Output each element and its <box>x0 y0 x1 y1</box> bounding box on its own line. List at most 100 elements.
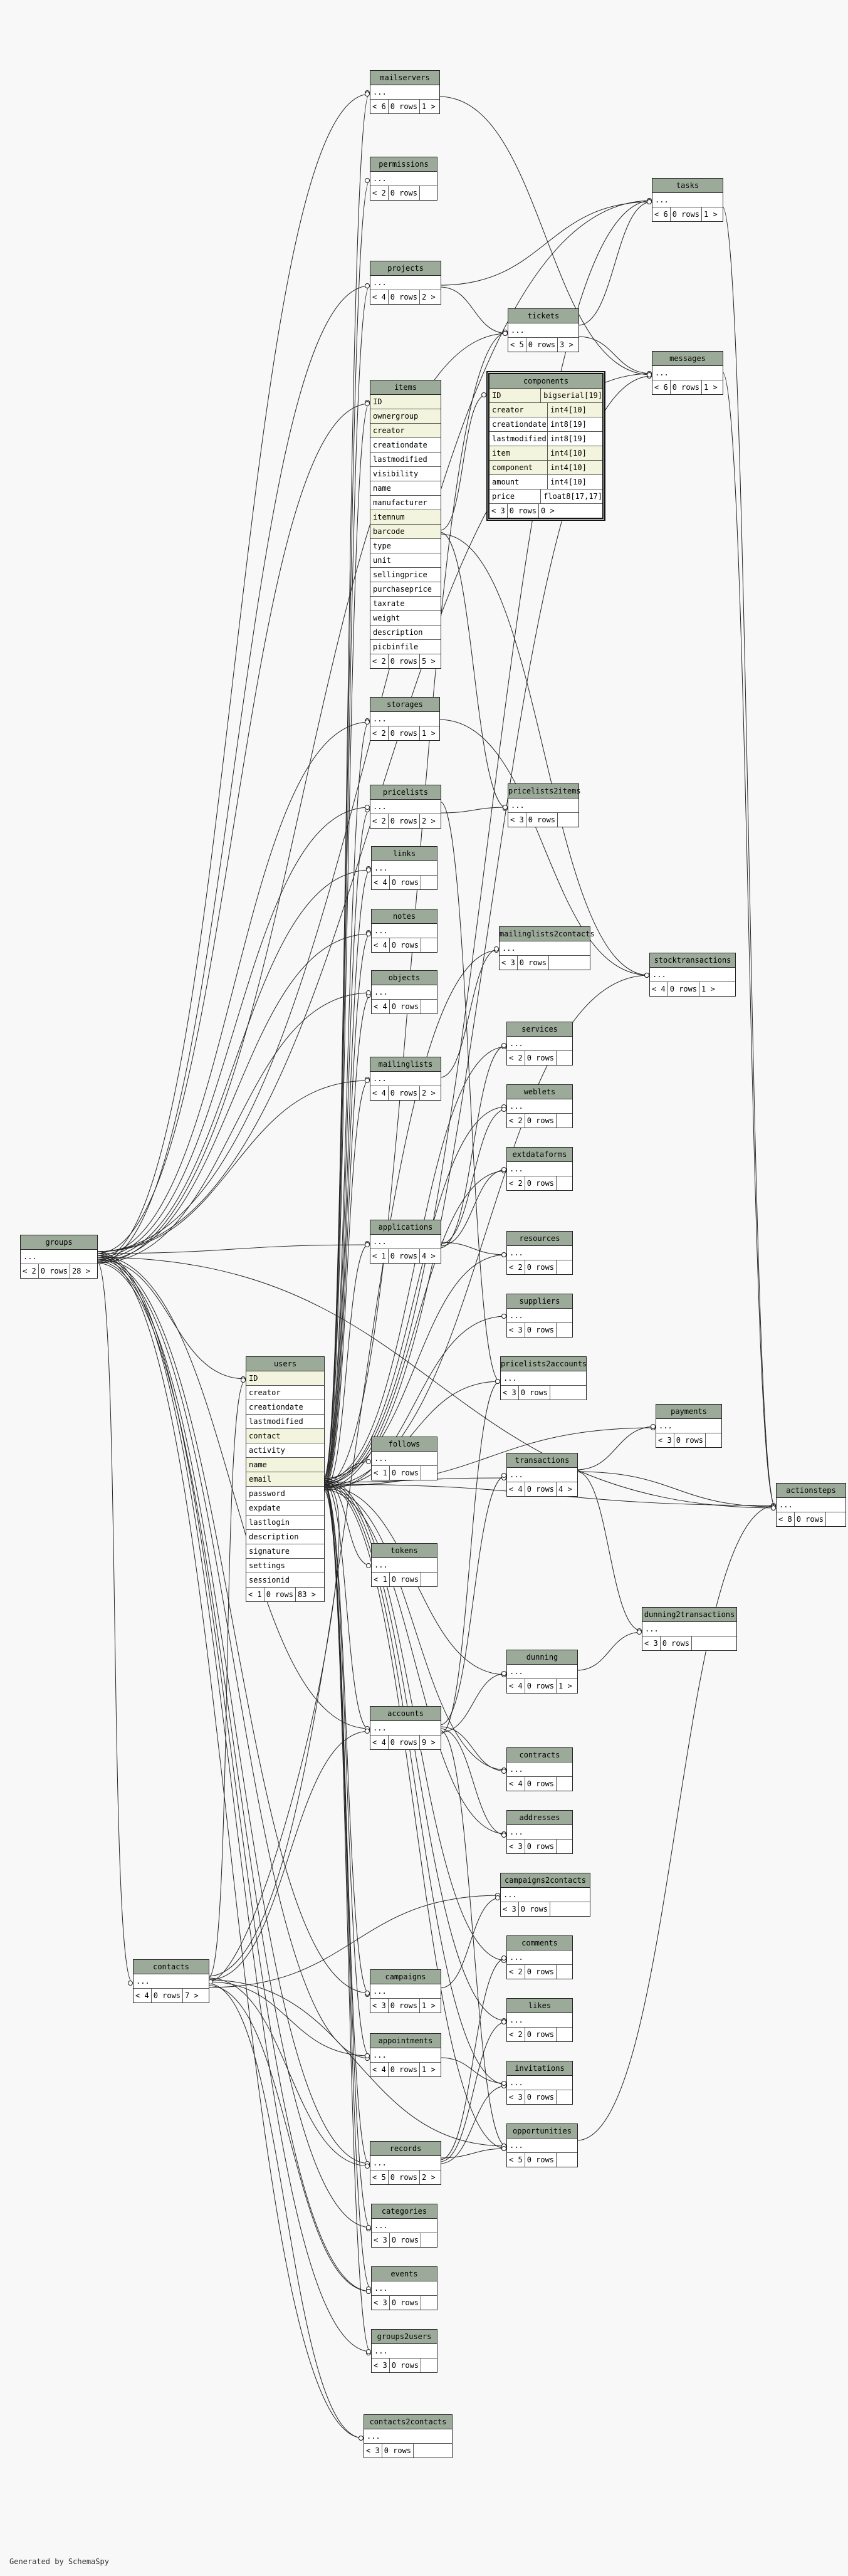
table-title: likes <box>507 1999 572 2013</box>
collapsed-columns: ... <box>642 1622 736 1636</box>
children-count: 1 > <box>701 985 715 993</box>
relationship-line <box>439 2057 507 2084</box>
parents-count: < 2 <box>507 1260 525 1274</box>
relationship-line <box>323 1480 372 1566</box>
row-count: 0 rows <box>508 504 540 518</box>
parents-count: < 3 <box>507 2090 525 2104</box>
children-count <box>421 1573 435 1586</box>
collapsed-columns: ... <box>370 1984 441 1999</box>
table-title: tickets <box>508 309 578 323</box>
relationship-line <box>439 1957 507 2160</box>
parents-count: < 2 <box>370 654 389 668</box>
row-count: 0 rows <box>390 2296 422 2310</box>
children-count <box>557 2153 570 2167</box>
zero-or-many-marker <box>501 1769 506 1774</box>
children-count: 9 > <box>422 1738 436 1747</box>
relationship-line <box>439 807 508 814</box>
table-title: notes <box>372 909 437 924</box>
collapsed-columns: ... <box>501 1371 586 1386</box>
collapsed-columns: ... <box>777 1498 845 1512</box>
column-type: int8[19] <box>550 420 587 429</box>
relationship-line <box>96 1253 372 2352</box>
collapsed-columns: ... <box>507 1468 577 1482</box>
zero-or-many-marker <box>501 1956 506 1961</box>
table-title: tokens <box>372 1544 437 1558</box>
column-type: int4[10] <box>550 463 587 472</box>
column-name: creationdate <box>489 417 548 431</box>
column-name: price <box>489 490 542 503</box>
table-title: projects <box>370 261 441 276</box>
zero-or-many-marker <box>501 2081 506 2086</box>
zero-or-many-marker <box>365 1078 370 1083</box>
children-count <box>692 1636 706 1650</box>
row-count: 0 rows <box>526 813 558 827</box>
row-count: 0 rows <box>525 1482 557 1496</box>
children-count <box>557 1051 570 1065</box>
row-count: 0 rows <box>390 2359 422 2372</box>
column-row: manufacturer <box>370 496 441 510</box>
children-count <box>557 1260 570 1274</box>
parents-count: < 6 <box>652 380 671 394</box>
table-title: suppliers <box>507 1294 572 1309</box>
